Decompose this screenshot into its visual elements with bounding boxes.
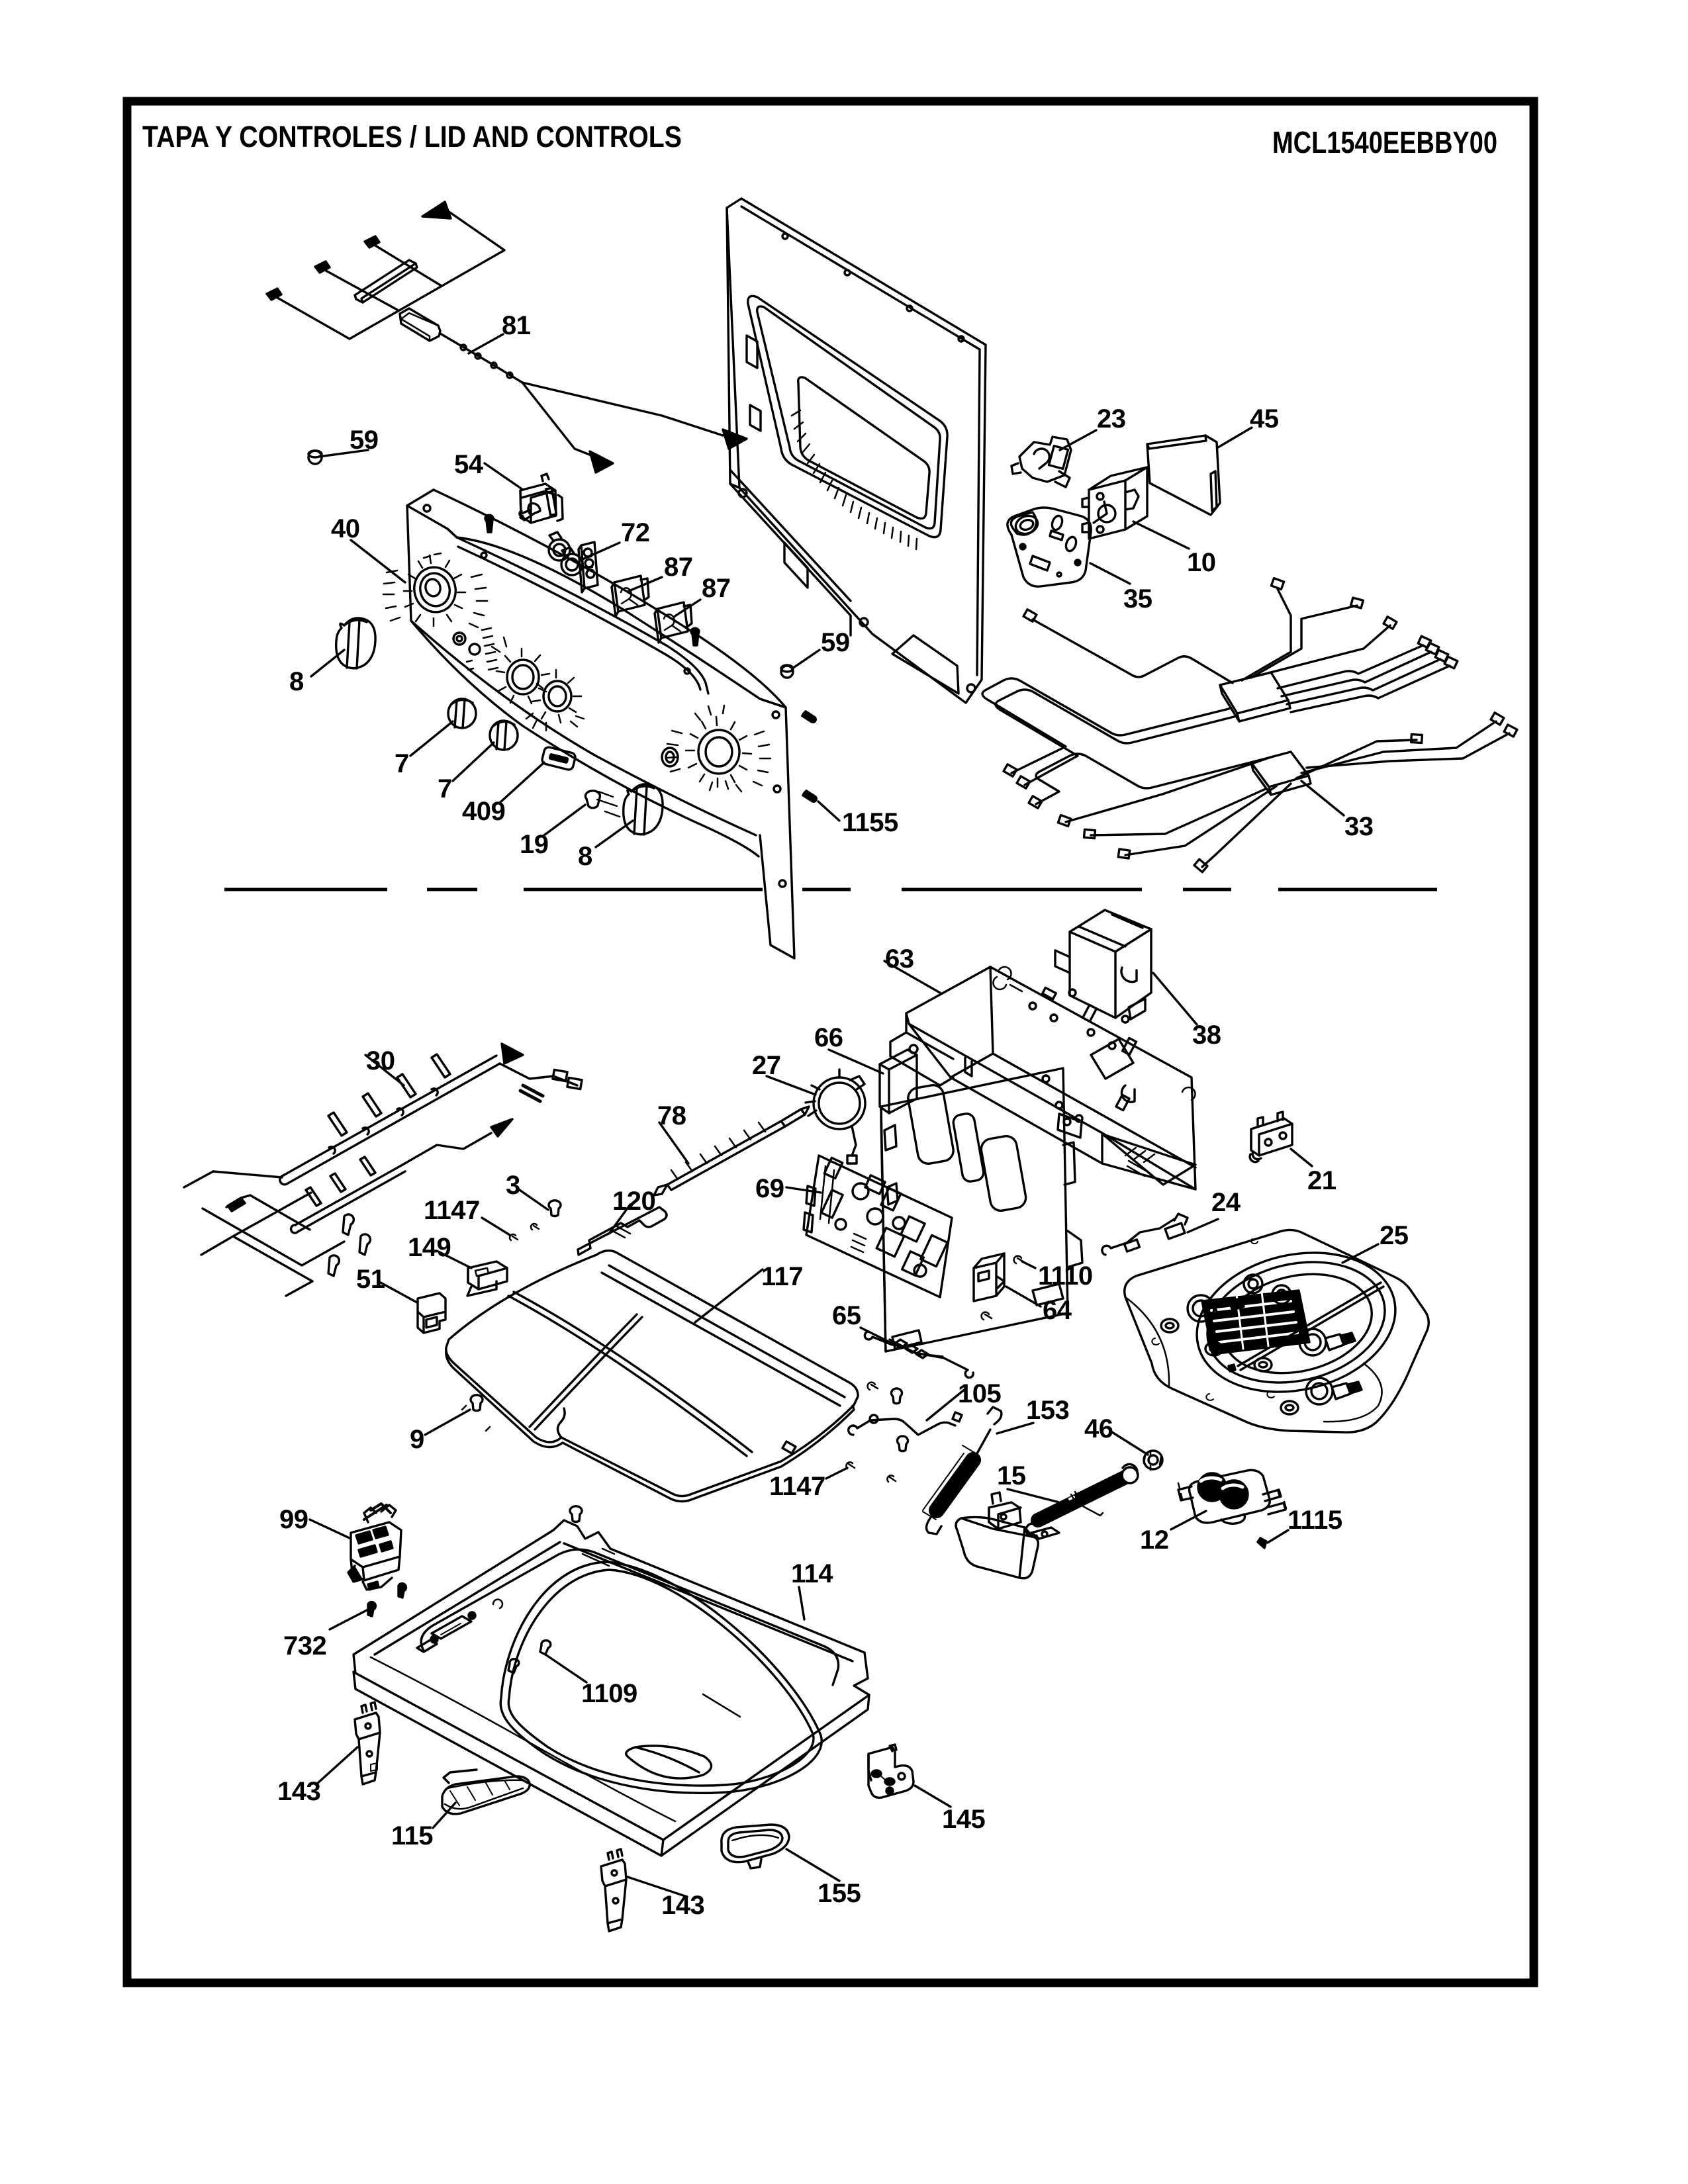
- svg-text:72: 72: [621, 518, 650, 547]
- svg-text:87: 87: [702, 574, 731, 603]
- svg-text:732: 732: [283, 1631, 326, 1661]
- svg-text:21: 21: [1307, 1166, 1336, 1195]
- svg-text:1147: 1147: [769, 1472, 825, 1501]
- svg-text:TAPA Y CONTROLES / LID AND CO: TAPA Y CONTROLES / LID AND CONTROLS: [142, 120, 682, 154]
- svg-text:1109: 1109: [581, 1679, 637, 1708]
- svg-text:120: 120: [612, 1187, 655, 1216]
- svg-text:51: 51: [356, 1265, 385, 1294]
- svg-text:87: 87: [664, 553, 693, 582]
- svg-text:15: 15: [997, 1461, 1026, 1490]
- svg-text:7: 7: [438, 774, 452, 803]
- svg-text:59: 59: [821, 628, 850, 657]
- svg-text:99: 99: [279, 1505, 308, 1534]
- svg-text:24: 24: [1211, 1188, 1241, 1217]
- svg-text:143: 143: [277, 1777, 320, 1806]
- svg-text:9: 9: [410, 1425, 424, 1454]
- svg-text:10: 10: [1187, 548, 1216, 577]
- svg-text:7: 7: [395, 749, 409, 778]
- svg-text:45: 45: [1250, 404, 1279, 433]
- svg-text:105: 105: [958, 1379, 1001, 1408]
- svg-text:81: 81: [502, 311, 531, 340]
- svg-text:23: 23: [1097, 404, 1126, 433]
- svg-text:30: 30: [366, 1046, 395, 1075]
- svg-text:153: 153: [1026, 1396, 1069, 1425]
- svg-text:12: 12: [1140, 1525, 1169, 1555]
- svg-text:8: 8: [289, 667, 304, 696]
- svg-text:8: 8: [578, 842, 592, 871]
- svg-text:54: 54: [454, 450, 484, 479]
- svg-text:1110: 1110: [1038, 1261, 1093, 1291]
- svg-text:65: 65: [832, 1301, 861, 1330]
- svg-text:66: 66: [814, 1023, 843, 1052]
- svg-text:1147: 1147: [424, 1196, 480, 1225]
- svg-text:409: 409: [462, 797, 505, 826]
- svg-text:1155: 1155: [842, 808, 898, 837]
- svg-text:35: 35: [1123, 584, 1152, 614]
- svg-text:25: 25: [1380, 1221, 1409, 1250]
- svg-text:115: 115: [391, 1821, 433, 1850]
- svg-text:1115: 1115: [1288, 1506, 1342, 1535]
- svg-text:40: 40: [331, 514, 360, 543]
- svg-text:155: 155: [818, 1879, 861, 1908]
- svg-text:69: 69: [755, 1174, 784, 1203]
- svg-text:145: 145: [942, 1805, 985, 1834]
- svg-text:MCL1540EEBBY00: MCL1540EEBBY00: [1272, 125, 1497, 159]
- svg-text:3: 3: [506, 1171, 520, 1200]
- svg-text:33: 33: [1344, 812, 1374, 841]
- svg-text:46: 46: [1084, 1414, 1113, 1443]
- svg-text:114: 114: [791, 1559, 833, 1588]
- svg-text:149: 149: [408, 1233, 451, 1262]
- svg-text:117: 117: [761, 1262, 803, 1291]
